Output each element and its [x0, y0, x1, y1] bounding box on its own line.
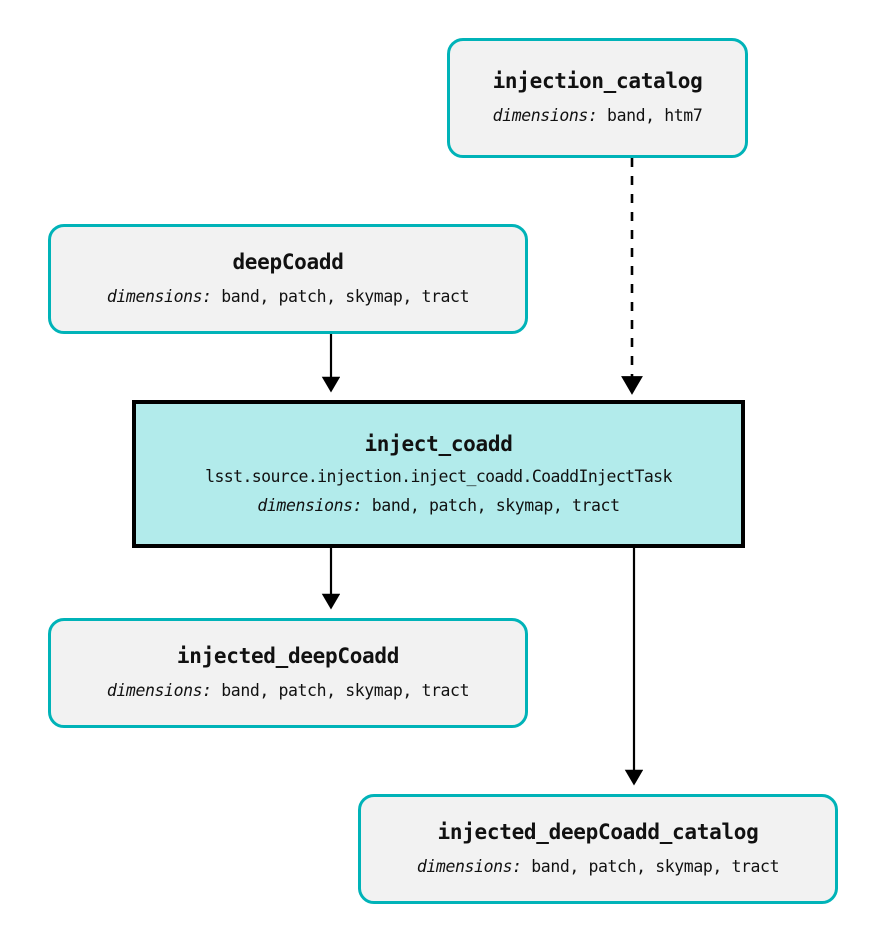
dimensions-label: dimensions:: [106, 287, 222, 307]
dimensions-values: band, patch, skymap, tract: [531, 857, 780, 877]
dimensions-label: dimensions:: [416, 857, 532, 877]
node-title: deepCoadd: [232, 250, 344, 275]
dimensions-values: band, patch, skymap, tract: [371, 495, 620, 515]
node-injection-catalog[interactable]: injection_catalog dimensions: band, htm7: [447, 38, 748, 158]
node-injected-deepcoadd[interactable]: injected_deepCoadd dimensions: band, pat…: [48, 618, 528, 728]
node-classpath: lsst.source.injection.inject_coadd.Coadd…: [205, 467, 672, 487]
node-deepcoadd[interactable]: deepCoadd dimensions: band, patch, skyma…: [48, 224, 528, 334]
node-title: injected_deepCoadd: [176, 644, 400, 669]
dimensions-label: dimensions:: [492, 106, 608, 126]
dimensions-values: band, patch, skymap, tract: [221, 287, 470, 307]
node-inject-coadd[interactable]: inject_coadd lsst.source.injection.injec…: [132, 400, 745, 548]
node-dimensions: dimensions: band, patch, skymap, tract: [257, 495, 620, 515]
node-injected-deepcoadd-catalog[interactable]: injected_deepCoadd_catalog dimensions: b…: [358, 794, 838, 904]
node-dimensions: dimensions: band, patch, skymap, tract: [106, 287, 470, 307]
node-title: injected_deepCoadd_catalog: [437, 820, 759, 845]
dimensions-values: band, patch, skymap, tract: [221, 681, 470, 701]
node-dimensions: dimensions: band, htm7: [493, 107, 703, 125]
node-title: inject_coadd: [364, 432, 513, 457]
dimensions-label: dimensions:: [257, 495, 372, 515]
node-title: injection_catalog: [492, 69, 703, 94]
node-dimensions: dimensions: band, patch, skymap, tract: [416, 857, 780, 877]
dimensions-label: dimensions:: [106, 681, 222, 701]
dimensions-values: band, htm7: [607, 106, 703, 126]
node-dimensions: dimensions: band, patch, skymap, tract: [106, 681, 470, 701]
